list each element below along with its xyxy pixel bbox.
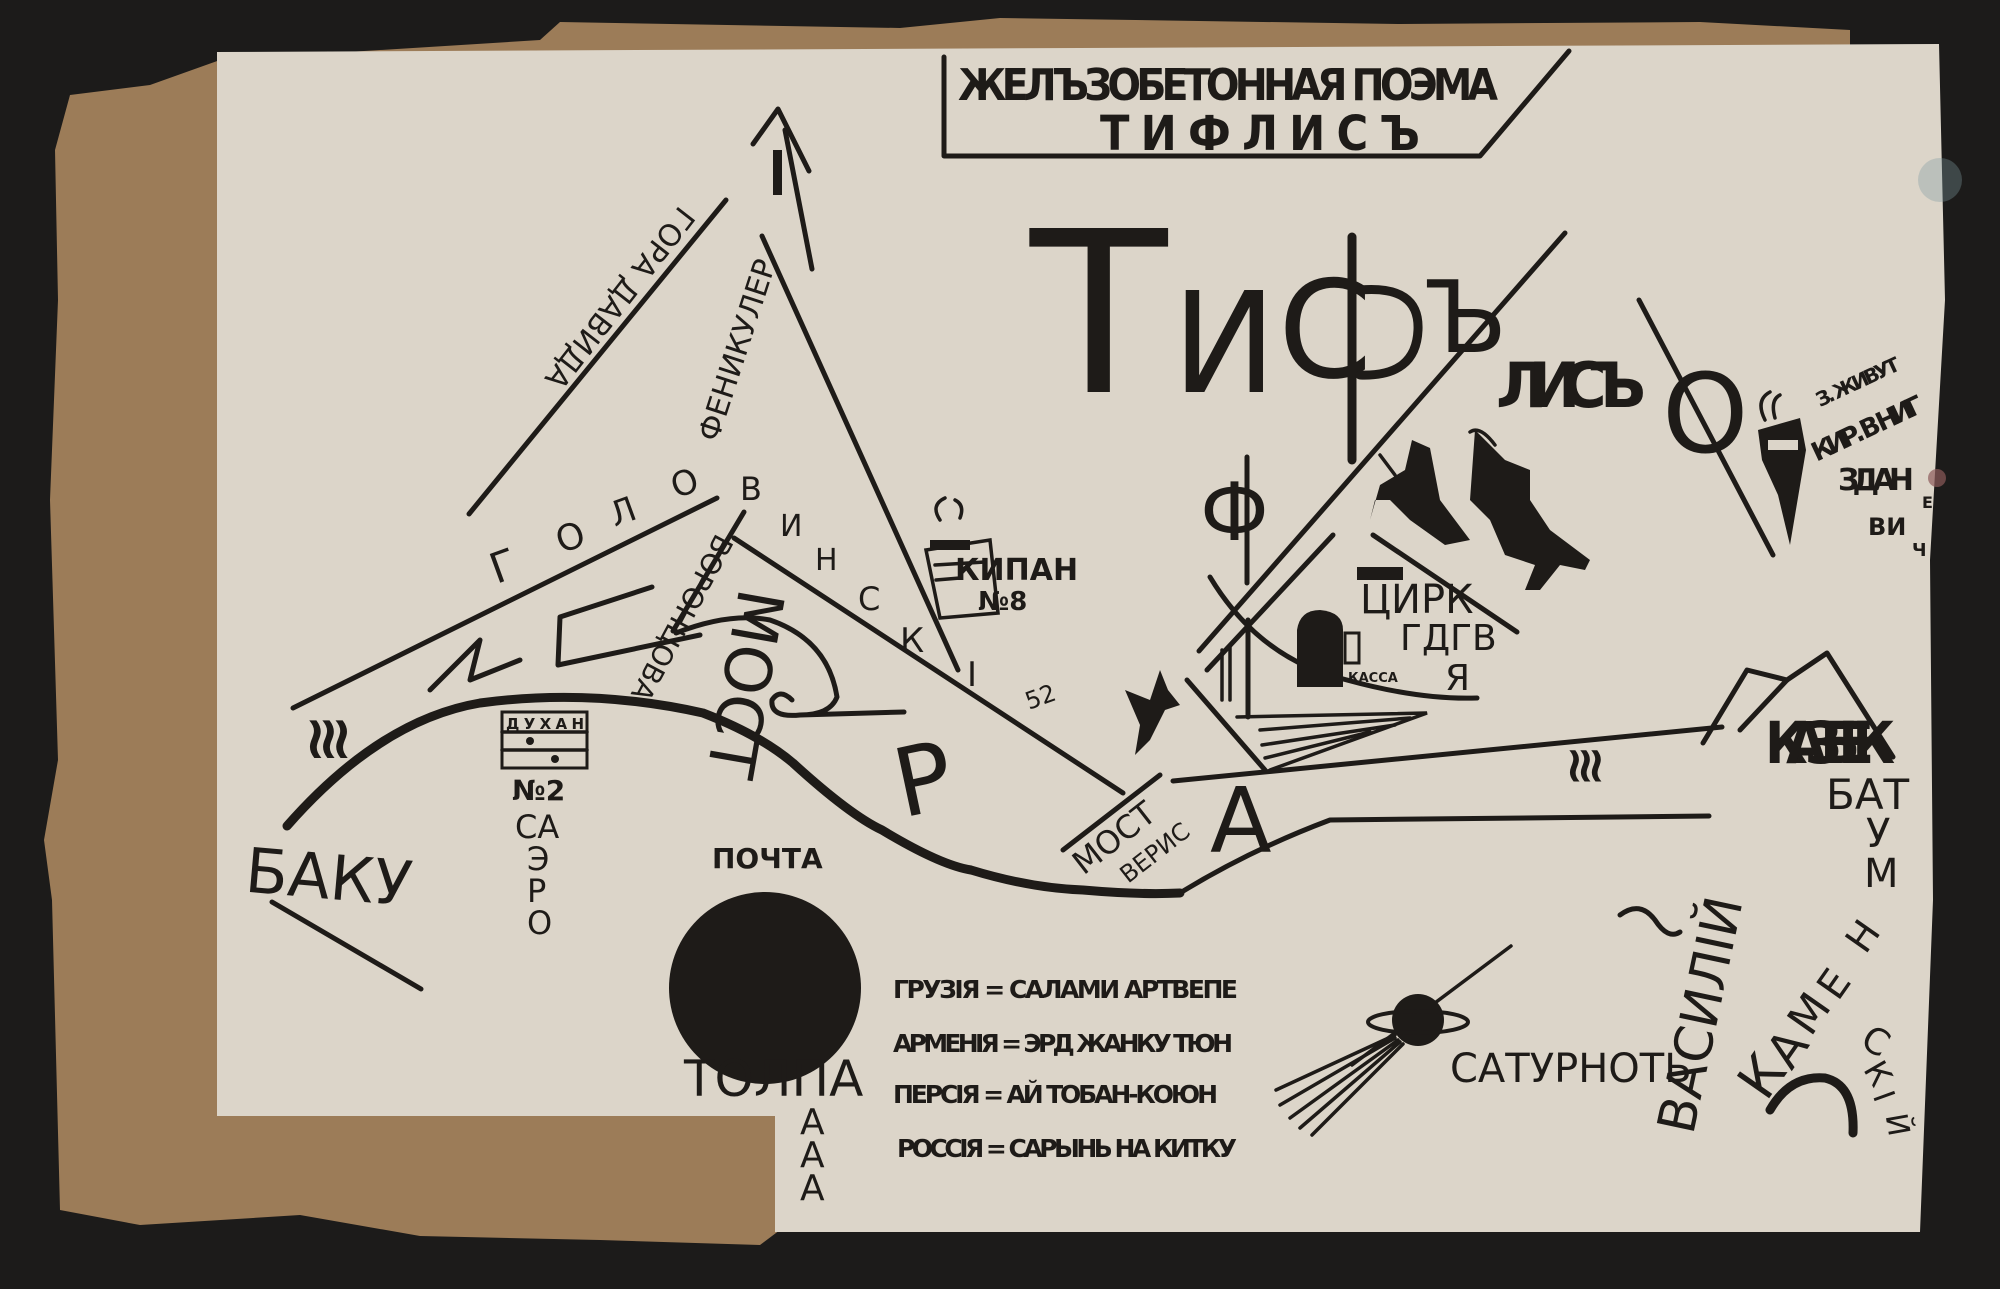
pochta-label: ПОЧТА (712, 842, 823, 875)
dukhan-number: №2 (512, 774, 565, 807)
kipan-building-icon (923, 496, 1000, 620)
circus-line-2: ГДГВ (1400, 618, 1497, 659)
arena-arc (1207, 574, 1480, 701)
big-letter-t: Т (1029, 184, 1169, 446)
letter-u-curve (673, 615, 907, 718)
tolpa-a2: А (800, 1135, 825, 1176)
legend-line-2: АРМЕНІЯ = ЭРД ЖАНКУ ТЮН (893, 1029, 1233, 1058)
legend-line-3: ПЕРСІЯ = АЙ ТОБАН-КОЮН (893, 1080, 1218, 1109)
dukhan-building-icon (500, 710, 589, 770)
baku-label: БАКУ (243, 834, 415, 921)
floor-hatching (1235, 711, 1428, 772)
tent-line (1184, 677, 1268, 773)
big-letter-hard-sign: Ъ (1424, 259, 1507, 376)
diagonal-line (1196, 230, 1568, 654)
letter-k-strokes (555, 584, 703, 668)
mountain-icon (1737, 677, 1790, 733)
circus-sign-bar (1357, 567, 1403, 580)
ink-spot (1928, 469, 1946, 487)
vorontsova-line (670, 509, 747, 634)
big-letter-i: И (1172, 263, 1277, 426)
legend-line-1: ГРУЗІЯ = САЛАМИ АРТВЕПЕ (893, 975, 1238, 1004)
gora-line (466, 197, 729, 517)
ticket-window-icon (1343, 631, 1361, 665)
tent-hatching (1220, 643, 1232, 702)
batum-m: М (1864, 851, 1899, 897)
note-line-6: Ч (1912, 540, 1927, 561)
note-line-4: Е (1922, 493, 1933, 512)
saero-r: Р (527, 872, 546, 910)
saturn-label: САТУРНОТЬ (1450, 1046, 1692, 1092)
house-icon (1758, 390, 1806, 545)
floor-hatching (1258, 716, 1412, 760)
letter-k-strokes (427, 637, 523, 693)
note-line-3: ЗДАН (1838, 463, 1914, 498)
kassa-label: КАССА (1348, 671, 1398, 686)
tent-line (1370, 532, 1520, 635)
tent-line (1204, 532, 1336, 673)
kipan-number: №8 (978, 587, 1027, 617)
letter-o: О (1662, 350, 1749, 478)
circus-line-3: Я (1445, 658, 1470, 699)
title-frame (941, 48, 1572, 159)
saero-o: О (527, 904, 552, 942)
ink-stain (1918, 158, 1962, 202)
golovinsky-i2: І (967, 655, 977, 695)
saero-e: Э (527, 840, 549, 878)
dukhan-sign: ДУХАН (506, 715, 584, 733)
note-line-5: ВИ (1868, 513, 1906, 541)
baku-line (269, 899, 424, 992)
circus-figures-icon (1370, 428, 1590, 590)
arch-icon (1765, 1073, 1858, 1138)
tolpa-a1: А (800, 1102, 825, 1143)
o-stick (1636, 297, 1776, 558)
kura-river-lower-bank (1177, 813, 1712, 896)
waves-icon-left: ≋ (295, 714, 365, 764)
golovinsky-v: В (740, 470, 762, 508)
saturn-icon (1274, 944, 1513, 1137)
golovinsky-line (290, 495, 720, 711)
kazbek-label: КАЗБЕК (1765, 709, 1895, 777)
most-veris-line (1060, 772, 1163, 853)
circus-line-1: ЦИРК (1360, 577, 1474, 623)
squiggle-icon (1617, 906, 1683, 937)
legend-line-4: РОССІЯ = САРЫНЬ НА КИТКУ (897, 1134, 1237, 1163)
ticket-door-icon (1297, 610, 1343, 687)
batum-u: У (1866, 811, 1890, 857)
funicular-tower-icon (750, 106, 961, 673)
tolpa-label: ТОЛПА (683, 1050, 863, 1108)
title-line-1: ЖЕЛЪЗОБЕТОННАЯ ПОЭМА (958, 60, 1498, 111)
batum-bat: БАТ (1826, 770, 1910, 819)
golovinsky-street-line (731, 535, 1126, 796)
kura-river-upper-bank (1170, 724, 1725, 784)
golovinsky-s: С (858, 580, 880, 618)
waves-icon-right: ≋ (1558, 745, 1616, 787)
tolpa-a3: А (800, 1168, 825, 1209)
saero-sa: СА (515, 808, 559, 846)
big-letter-s: С (1278, 252, 1372, 409)
kipan-label: КИПАН (955, 553, 1078, 588)
paper-sheet (217, 44, 1945, 1232)
title-line-2: ТИФЛИСЪ (1100, 106, 1420, 162)
letter-f: Ф (1200, 466, 1269, 559)
kura-river-curve (282, 692, 1185, 899)
animal-figure-icon (1125, 670, 1180, 755)
golovinsky-n: Н (815, 543, 838, 578)
golovinsky-i: И (780, 509, 802, 544)
post-office-circle (669, 892, 861, 1084)
big-f-bowl (1355, 285, 1423, 380)
word-tail-lis: ЛИСЪ (1496, 349, 1646, 422)
kura-letter-a: А (1210, 769, 1272, 874)
